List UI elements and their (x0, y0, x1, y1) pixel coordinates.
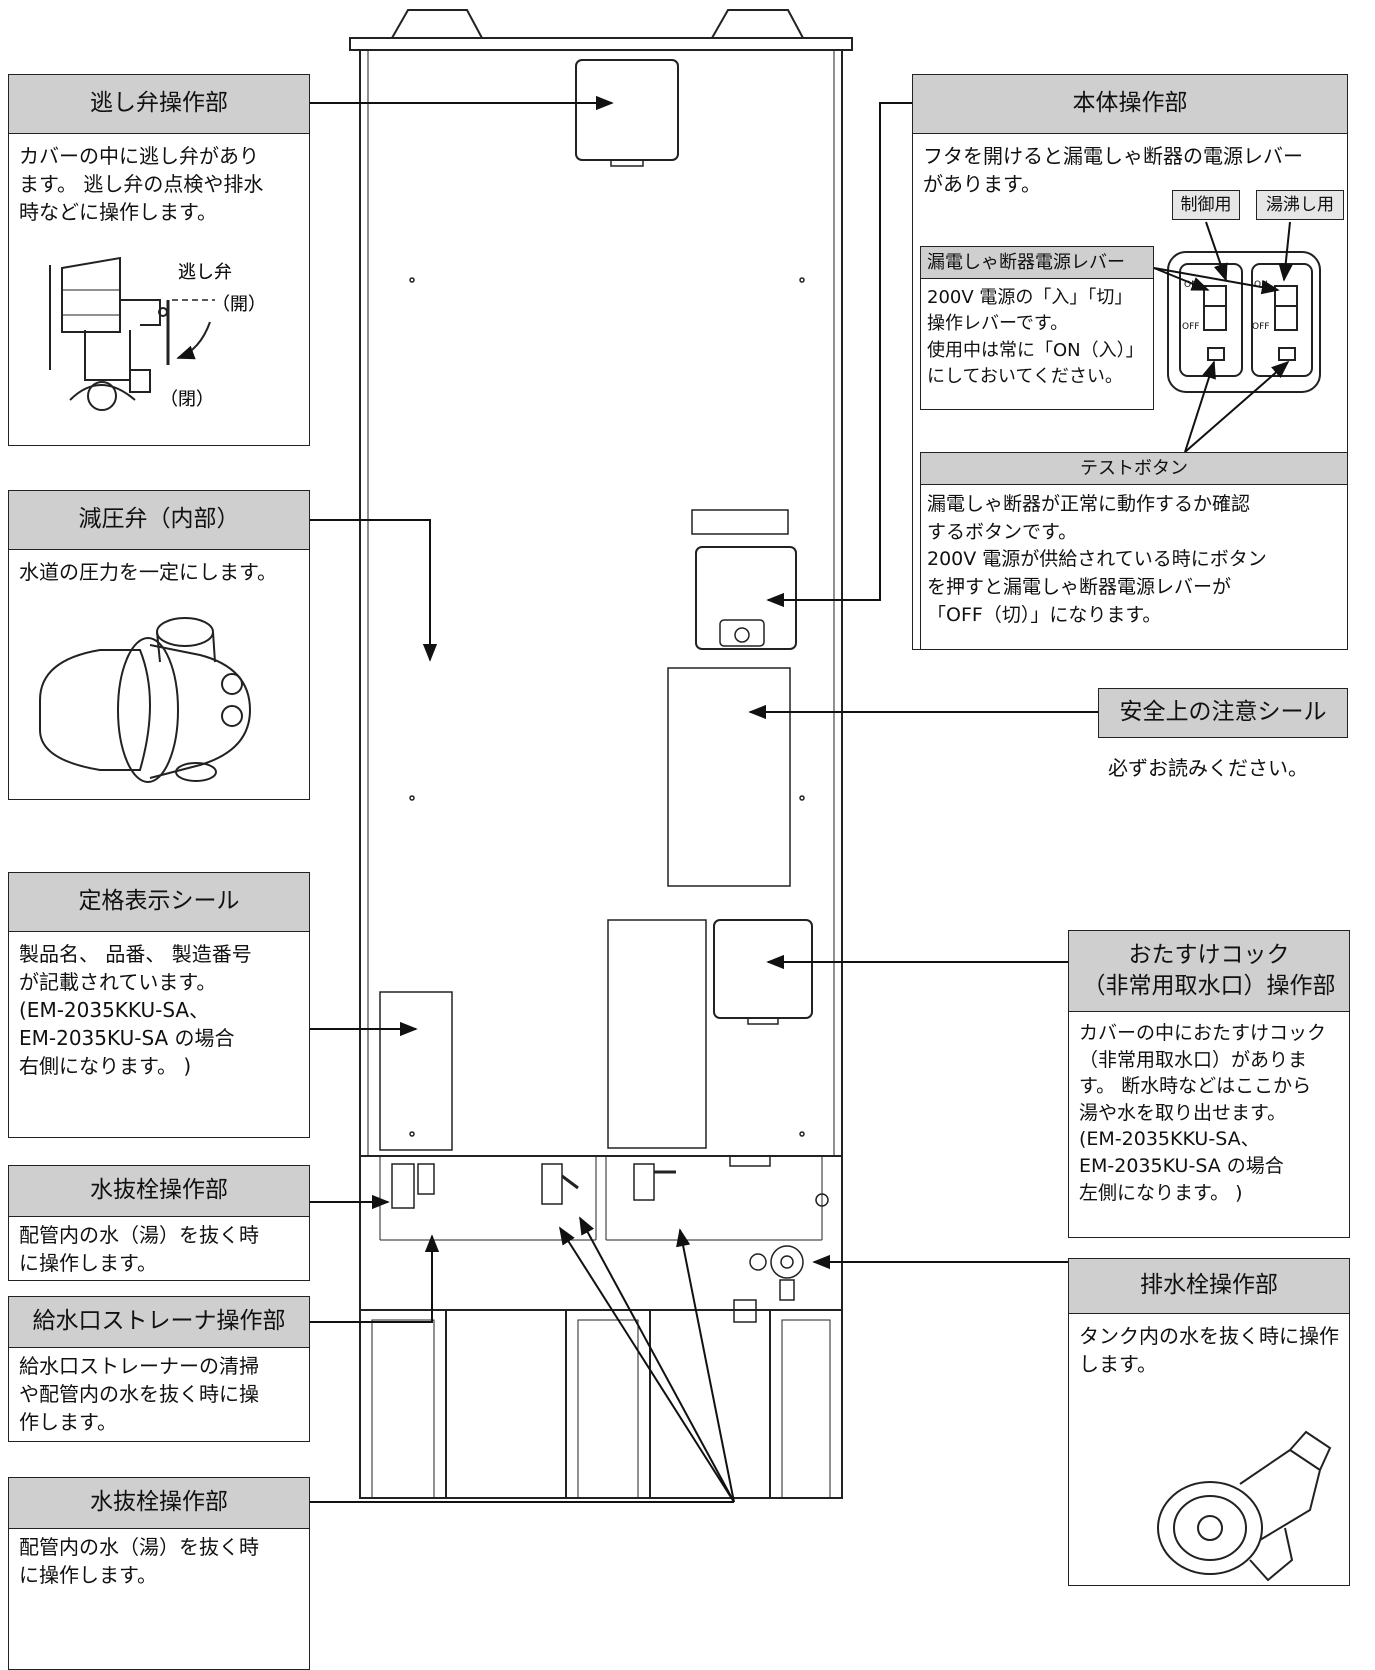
callout-relief-valve: 逃し弁操作部 カバーの中に逃し弁があり ます。 逃し弁の点検や排水 時などに操作… (8, 74, 310, 446)
inset-label-closed-overlay: （閉） (160, 389, 214, 410)
off-label-overlay: OFF (1182, 322, 1200, 332)
callout-title: 安全上の注意シール (1099, 689, 1347, 737)
on-label-overlay: ON (1184, 280, 1198, 290)
inset-label-open: （開） (212, 294, 266, 315)
callout-title: 漏電しゃ断器電源レバー (921, 247, 1153, 280)
top-handle-left (391, 9, 483, 39)
callout-title: 逃し弁操作部 (9, 75, 309, 134)
callout-title: テストボタン (921, 453, 1347, 486)
callout-pressure-valve: 減圧弁（内部） 水道の圧力を一定にします。 (8, 490, 310, 800)
tag-boil: 湯沸し用 (1256, 190, 1344, 220)
callout-body: 水道の圧力を一定にします。 (19, 560, 277, 584)
callout-body: タンク内の水を抜く時に操作 します。 (1079, 1324, 1339, 1376)
inset-label-relief: 逃し弁 (178, 262, 232, 283)
label-strip (691, 509, 789, 535)
emergency-cover (713, 919, 813, 1019)
leader-pressure-valve (310, 519, 438, 662)
inset-label-open-overlay: （開） (212, 294, 266, 315)
leader-main-controls (766, 102, 912, 608)
callout-body: 製品名、 品番、 製造番号 が記載されています。 (EM-2035KKU-SA、… (19, 942, 252, 1078)
off-label-right: OFF (1252, 322, 1270, 332)
adjacent-panel (607, 919, 707, 1149)
callout-drain-lower: 水抜栓操作部 配管内の水（湯）を抜く時 に操作します。 (8, 1477, 310, 1670)
callout-title: 給水口ストレーナ操作部 (9, 1297, 309, 1348)
callout-title: 排水栓操作部 (1069, 1259, 1349, 1314)
callout-body: 給水口ストレーナーの清掃 や配管内の水を抜く時に操 作します。 (19, 1354, 259, 1434)
callout-body: 漏電しゃ断器が正常に動作するか確認 するボタンです。 200V 電源が供給されて… (927, 493, 1267, 626)
lower-section (359, 1155, 843, 1311)
callout-body: 配管内の水（湯）を抜く時 に操作します。 (19, 1535, 259, 1587)
callout-body: 200V 電源の「入」「切」 操作レバーです。 使用中は常に「ON（入）」 にし… (927, 287, 1144, 387)
callout-rating-label: 定格表示シール 製品名、 品番、 製造番号 が記載されています。 (EM-203… (8, 872, 310, 1138)
callout-emergency: おたすけコック （非常用取水口）操作部 カバーの中におたすけコック （非常用取水… (1068, 930, 1350, 1238)
callout-safety-seal: 安全上の注意シール (1098, 688, 1348, 738)
leg-right (769, 1309, 843, 1499)
callout-title: 定格表示シール (9, 873, 309, 932)
leg-middle (565, 1309, 651, 1499)
callout-title: おたすけコック （非常用取水口）操作部 (1069, 931, 1349, 1012)
safety-seal-note: 必ずお読みください。 (1108, 756, 1308, 780)
callout-breaker-lever: 漏電しゃ断器電源レバー 200V 電源の「入」「切」 操作レバーです。 使用中は… (920, 246, 1154, 410)
callout-body: 配管内の水（湯）を抜く時 に操作します。 (19, 1223, 259, 1275)
inset-label-closed: （閉） (160, 389, 214, 410)
callout-title: 水抜栓操作部 (9, 1166, 309, 1217)
unit-body (359, 49, 843, 1157)
relief-valve-cover (575, 59, 679, 161)
rating-label-panel (379, 991, 453, 1151)
unit-top-cap (349, 37, 853, 51)
safety-seal-panel (667, 667, 791, 887)
controls-cover (695, 546, 797, 650)
leader-strainer (310, 1234, 440, 1323)
callout-tank-drain: 排水栓操作部 タンク内の水を抜く時に操作 します。 (1068, 1258, 1350, 1586)
on-label-right: ON (1254, 280, 1268, 290)
callout-body: カバーの中に逃し弁があり ます。 逃し弁の点検や排水 時などに操作します。 (19, 144, 264, 224)
callout-test-button: テストボタン 漏電しゃ断器が正常に動作するか確認 するボタンです。 200V 電… (920, 452, 1348, 650)
callout-strainer: 給水口ストレーナ操作部 給水口ストレーナーの清掃 や配管内の水を抜く時に操 作し… (8, 1296, 310, 1442)
tag-control: 制御用 (1172, 190, 1240, 220)
callout-body: フタを開けると漏電しゃ断器の電源レバー があります。 (923, 144, 1303, 196)
callout-drain-upper: 水抜栓操作部 配管内の水（湯）を抜く時 に操作します。 (8, 1165, 310, 1281)
inset-label-relief-overlay: 逃し弁 (178, 262, 232, 283)
callout-title: 減圧弁（内部） (9, 491, 309, 550)
callout-title: 水抜栓操作部 (9, 1478, 309, 1529)
callout-body: カバーの中におたすけコック （非常用取水口）がありま す。 断水時などはここから… (1079, 1022, 1327, 1204)
leg-left (359, 1309, 447, 1499)
callout-title: 本体操作部 (913, 75, 1347, 134)
top-handle-right (711, 9, 804, 39)
